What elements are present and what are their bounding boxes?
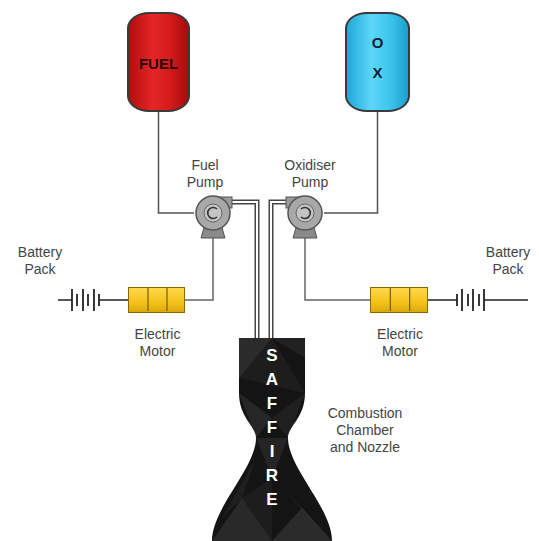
battery-symbol <box>444 289 528 311</box>
connector-line <box>112 299 128 301</box>
pipe-bore <box>271 202 286 338</box>
pump-swirl <box>301 208 310 219</box>
battery-symbol <box>58 289 112 311</box>
battery-label: Battery Pack <box>10 244 70 278</box>
battery-cell <box>76 294 78 306</box>
battery-cell <box>71 289 73 311</box>
pump-symbol <box>286 196 322 238</box>
connector-line <box>428 299 444 301</box>
connector-group <box>112 112 444 338</box>
wire-connector <box>305 232 370 300</box>
pipe-bore <box>232 202 257 338</box>
nozzle-facets <box>212 338 332 541</box>
shape-outline <box>66 289 112 311</box>
shape-outline <box>129 288 186 314</box>
fuel-pump: Fuel Pump <box>194 194 232 232</box>
fuel-tank: FUEL <box>127 12 190 112</box>
wire-connector <box>159 112 195 213</box>
wire-connector <box>185 232 213 300</box>
oxidiser-tank: O X <box>345 12 410 112</box>
pump-casing <box>288 196 322 230</box>
motor-winding <box>390 288 391 311</box>
battery-cell <box>461 289 463 311</box>
shape-outline <box>444 289 490 311</box>
nozzle-body <box>212 338 332 541</box>
motor-winding <box>409 288 410 311</box>
motor-label: Electric Motor <box>127 326 188 360</box>
pump-casing <box>196 196 230 230</box>
component-label: Combustion Chamber and Nozzle <box>323 405 407 456</box>
battery-cell <box>87 294 89 306</box>
battery-wire <box>58 299 72 301</box>
battery-cell <box>467 294 469 306</box>
pipe-connector <box>271 202 286 338</box>
shape-outline <box>371 288 429 314</box>
battery-cell <box>82 289 84 311</box>
pump-label: Fuel Pump <box>180 157 230 191</box>
shape-outline <box>212 338 332 541</box>
battery-cell <box>472 289 474 311</box>
connector-line <box>305 232 370 300</box>
pipe-wall <box>271 202 286 338</box>
pipe-connector <box>232 202 257 338</box>
shape-outline <box>194 194 232 232</box>
nozzle-facet <box>272 478 332 541</box>
battery-pack: Battery Pack <box>444 289 490 311</box>
oxidiser-pump: Oxidiser Pump <box>286 194 324 232</box>
battery-cell <box>478 294 480 306</box>
motor-winding <box>147 288 148 311</box>
battery-cell <box>93 289 95 311</box>
nozzle-facet <box>272 508 332 541</box>
connector-line <box>159 112 195 213</box>
pump-swirl <box>208 208 217 219</box>
wire-connector <box>428 300 444 301</box>
tank-label: FUEL <box>129 52 188 76</box>
pump-symbol <box>196 196 232 238</box>
pump-impeller <box>204 204 222 222</box>
pump-label: Oxidiser Pump <box>274 157 346 191</box>
battery-cell <box>483 289 485 311</box>
nozzle-facet <box>222 458 256 518</box>
engine-name: SAFFIRE <box>266 344 279 512</box>
connector-line <box>185 232 213 300</box>
electric-motor: Electric Motor <box>370 287 428 313</box>
battery-pack: Battery Pack <box>66 289 112 311</box>
tank-label: O X <box>370 28 385 88</box>
motor-label: Electric Motor <box>369 326 431 360</box>
combustion-chamber: SAFFIRECombustion Chamber and Nozzle <box>212 338 332 541</box>
pump-impeller <box>296 204 314 222</box>
shape-outline <box>286 194 324 232</box>
battery-label: Battery Pack <box>480 244 536 278</box>
pipe-wall <box>232 202 257 338</box>
motor-winding <box>166 288 167 311</box>
battery-wire <box>484 299 528 301</box>
wire-connector <box>112 300 128 301</box>
battery-wire <box>444 299 457 301</box>
battery-wire <box>99 299 112 301</box>
nozzle-facet <box>242 478 272 541</box>
electric-motor: Electric Motor <box>128 287 185 313</box>
